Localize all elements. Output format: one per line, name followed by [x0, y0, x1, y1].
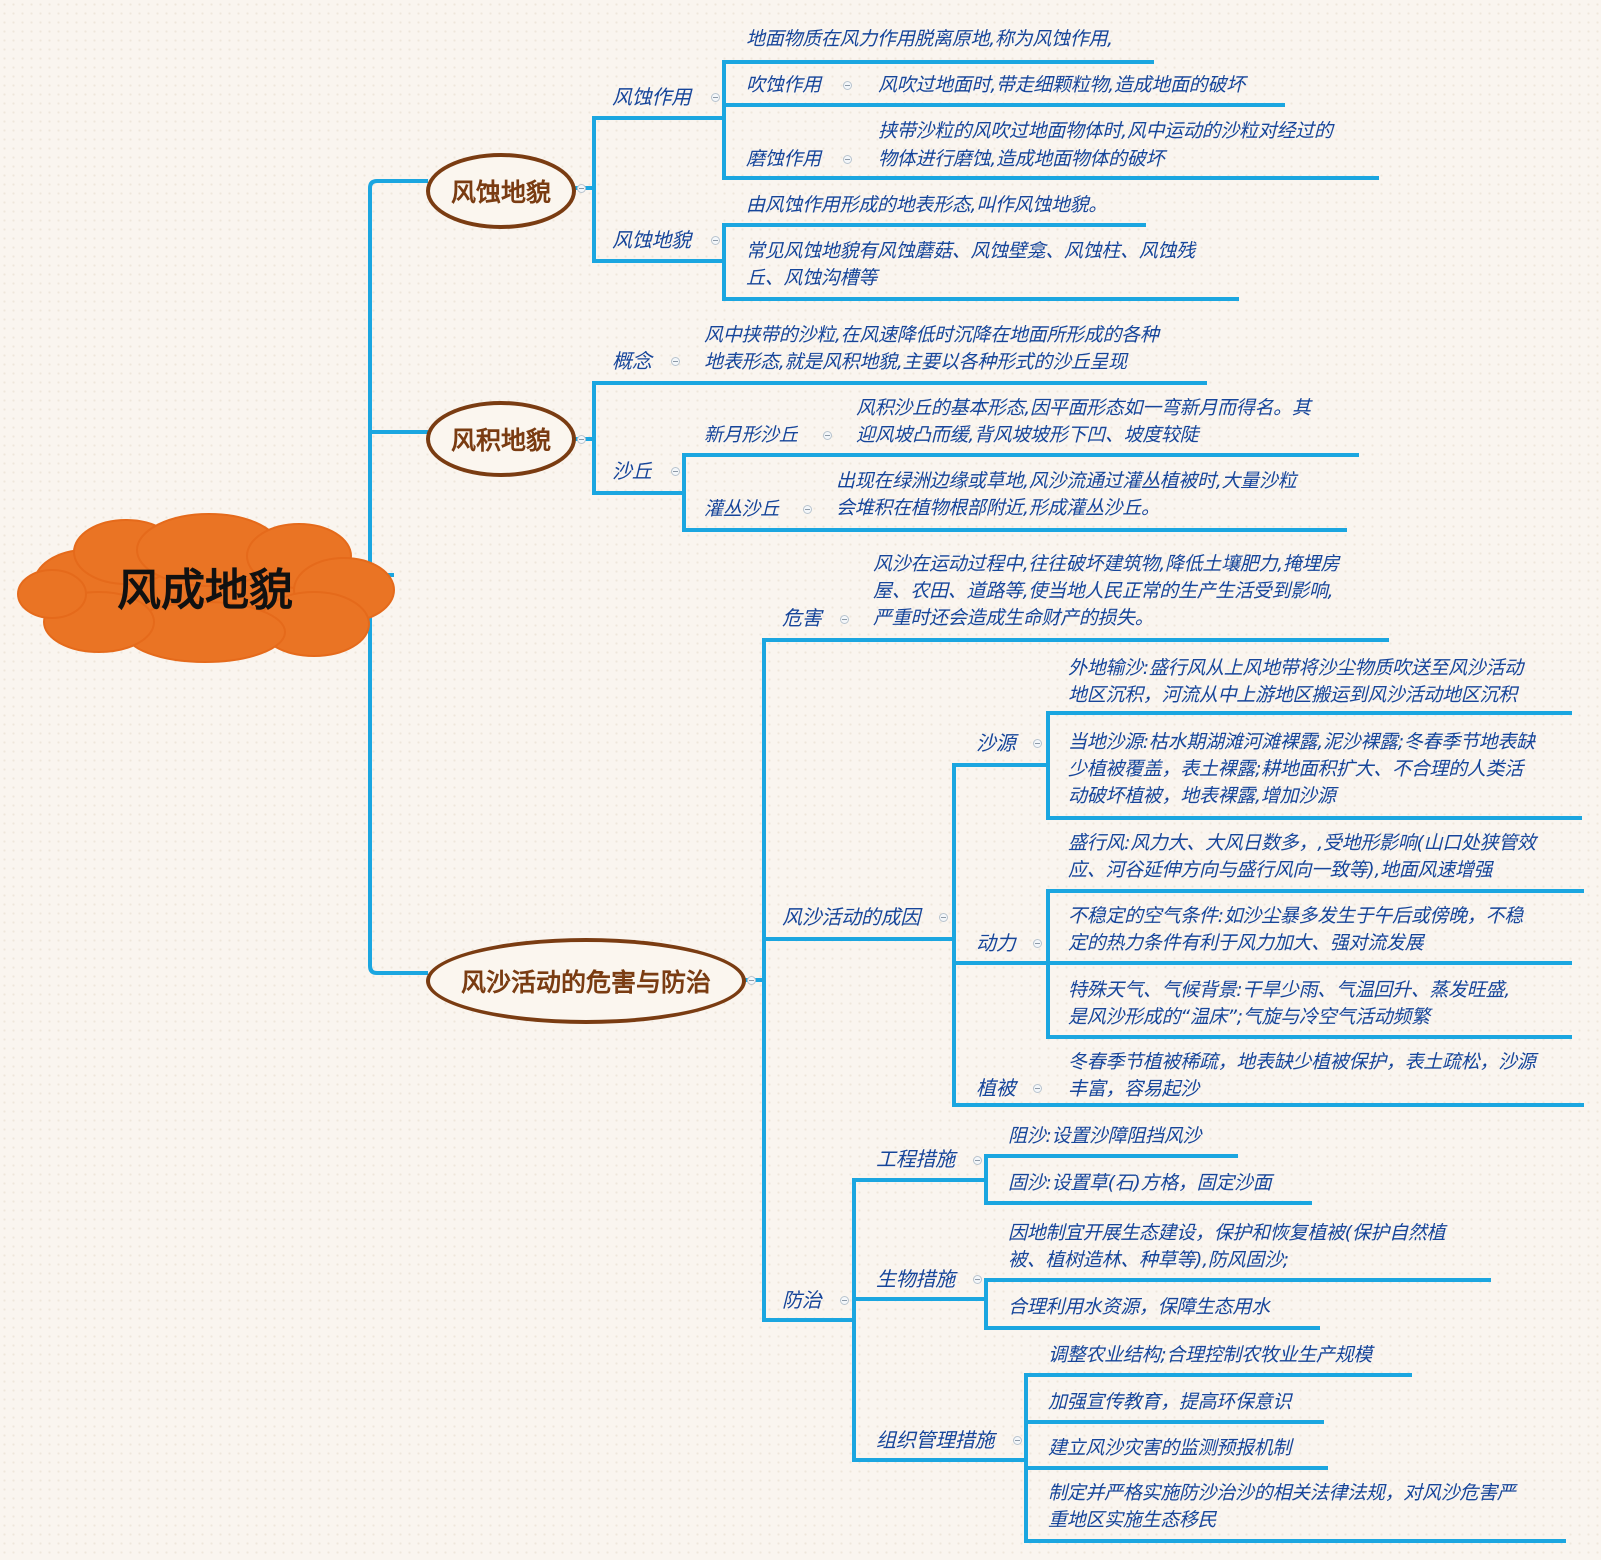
node-vegetation[interactable]: 植被 — [976, 1076, 1016, 1100]
management-item-3[interactable]: 建立风沙灾害的监测预报机制 — [1048, 1437, 1292, 1459]
node-shrub-dune[interactable]: 灌丛沙丘 — [704, 498, 779, 520]
root-title: 风成地貌 — [117, 565, 293, 616]
sand-blocking-text[interactable]: 阻沙:设置沙障阻挡风沙 — [1008, 1125, 1202, 1147]
collapse-icon[interactable] — [1033, 1084, 1042, 1093]
collapse-icon[interactable] — [840, 615, 849, 624]
collapse-icon[interactable] — [1033, 739, 1042, 748]
node-dunes[interactable]: 沙丘 — [612, 459, 652, 483]
collapse-icon[interactable] — [747, 976, 756, 985]
cloud-shape — [17, 513, 395, 663]
node-management-measures[interactable]: 组织管理措施 — [876, 1428, 995, 1452]
harm-text-line1[interactable]: 风沙在运动过程中,往往破坏建筑物,降低土壤肥力,掩埋房 — [873, 553, 1340, 575]
collapse-icon[interactable] — [840, 1296, 849, 1305]
collapse-icon[interactable] — [939, 913, 948, 922]
erosion-landform-definition[interactable]: 由风蚀作用形成的地表形态,叫作风蚀地貌。 — [746, 194, 1108, 216]
collapse-icon[interactable] — [577, 435, 586, 444]
climate-background-line2[interactable]: 是风沙形成的“温床”;气旋与冷空气活动频繁 — [1068, 1006, 1430, 1028]
node-erosion-landform[interactable]: 风蚀地貌 — [612, 228, 691, 252]
node-concept[interactable]: 概念 — [612, 349, 652, 373]
crescent-dune-text-line2[interactable]: 迎风坡凸而缓,背风坡坡形下凹、坡度较陡 — [856, 424, 1199, 446]
management-item-1[interactable]: 调整农业结构;合理控制农牧业生产规模 — [1048, 1344, 1373, 1366]
shrub-dune-text-line1[interactable]: 出现在绿洲边缘或草地,风沙流通过灌丛植被时,大量沙粒 — [836, 470, 1297, 492]
node-sand-source[interactable]: 沙源 — [976, 731, 1016, 755]
node-biological-measures[interactable]: 生物措施 — [876, 1267, 955, 1291]
harm-text-line2[interactable]: 屋、农田、道路等,使当地人民正常的生产生活受到影响, — [873, 580, 1334, 602]
crescent-dune-text-line1[interactable]: 风积沙丘的基本形态,因平面形态如一弯新月而得名。其 — [856, 397, 1311, 419]
water-resources-text[interactable]: 合理利用水资源，保障生态用水 — [1008, 1296, 1270, 1318]
abrasion-text-line1[interactable]: 挟带沙粒的风吹过地面物体时,风中运动的沙粒对经过的 — [878, 120, 1333, 142]
collapse-icon[interactable] — [671, 357, 680, 366]
vegetation-text-line2[interactable]: 丰富，容易起沙 — [1068, 1078, 1199, 1100]
local-source-line2[interactable]: 少植被覆盖，表土裸露;耕地面积扩大、不合理的人类活 — [1068, 758, 1523, 780]
management-item-2[interactable]: 加强宣传教育，提高环保意识 — [1048, 1391, 1292, 1413]
node-engineering-measures[interactable]: 工程措施 — [876, 1147, 955, 1171]
node-erosion-action[interactable]: 风蚀作用 — [612, 85, 691, 109]
prevailing-wind-line2[interactable]: 应、河谷延伸方向与盛行风向一致等),地面风速增强 — [1068, 859, 1493, 881]
node-control[interactable]: 防治 — [782, 1288, 822, 1312]
collapse-icon[interactable] — [671, 467, 680, 476]
node-wind-erosion-landform[interactable]: 风蚀地貌 — [426, 153, 576, 229]
node-abrasion[interactable]: 磨蚀作用 — [746, 148, 821, 170]
ecological-construction-line2[interactable]: 被、植树造林、种草等),防风固沙; — [1008, 1249, 1289, 1271]
erosion-landform-examples-line1[interactable]: 常见风蚀地貌有风蚀蘑菇、风蚀壁龛、风蚀柱、风蚀残 — [746, 240, 1195, 262]
node-sandstorm-harm-control[interactable]: 风沙活动的危害与防治 — [426, 938, 746, 1024]
external-source-line1[interactable]: 外地输沙:盛行风从上风地带将沙尘物质吹送至风沙活动 — [1068, 657, 1523, 679]
collapse-icon[interactable] — [1013, 1436, 1022, 1445]
unstable-air-line2[interactable]: 定的热力条件有利于风力加大、强对流发展 — [1068, 932, 1424, 954]
harm-text-line3[interactable]: 严重时还会造成生命财产的损失。 — [873, 607, 1154, 629]
node-causes[interactable]: 风沙活动的成因 — [782, 905, 920, 929]
node-wind-deposition-landform[interactable]: 风积地貌 — [426, 401, 576, 477]
collapse-icon[interactable] — [843, 155, 852, 164]
collapse-icon[interactable] — [973, 1275, 982, 1284]
vegetation-text-line1[interactable]: 冬春季节植被稀疏，地表缺少植被保护，表土疏松，沙源 — [1068, 1051, 1536, 1073]
concept-text-line2[interactable]: 地表形态,就是风积地貌,主要以各种形式的沙丘呈现 — [704, 351, 1127, 373]
blow-erosion-text[interactable]: 风吹过地面时,带走细颗粒物,造成地面的破坏 — [878, 74, 1245, 96]
abrasion-text-line2[interactable]: 物体进行磨蚀,造成地面物体的破坏 — [878, 148, 1165, 170]
prevailing-wind-line1[interactable]: 盛行风:风力大、大风日数多，,受地形影响(山口处狭管效 — [1068, 832, 1536, 854]
collapse-icon[interactable] — [711, 236, 720, 245]
concept-text-line1[interactable]: 风中挟带的沙粒,在风速降低时沉降在地面所形成的各种 — [704, 324, 1159, 346]
collapse-icon[interactable] — [823, 431, 832, 440]
root-node[interactable]: 风成地貌 — [14, 512, 396, 664]
node-harm[interactable]: 危害 — [782, 606, 822, 630]
sand-fixing-text[interactable]: 固沙:设置草(石)方格，固定沙面 — [1008, 1172, 1272, 1194]
collapse-icon[interactable] — [803, 505, 812, 514]
collapse-icon[interactable] — [711, 93, 720, 102]
node-blow-erosion[interactable]: 吹蚀作用 — [746, 74, 821, 96]
ecological-construction-line1[interactable]: 因地制宜开展生态建设，保护和恢复植被(保护自然植 — [1008, 1222, 1446, 1244]
management-item-4-line1[interactable]: 制定并严格实施防沙治沙的相关法律法规，对风沙危害严 — [1048, 1482, 1516, 1504]
local-source-line3[interactable]: 动破坏植被，地表裸露,增加沙源 — [1068, 785, 1336, 807]
node-crescent-dune[interactable]: 新月形沙丘 — [704, 424, 798, 446]
shrub-dune-text-line2[interactable]: 会堆积在植物根部附近,形成灌丛沙丘。 — [836, 497, 1160, 519]
collapse-icon[interactable] — [973, 1156, 982, 1165]
erosion-action-definition[interactable]: 地面物质在风力作用脱离原地,称为风蚀作用, — [746, 28, 1113, 50]
collapse-icon[interactable] — [1033, 939, 1042, 948]
local-source-line1[interactable]: 当地沙源:枯水期湖滩河滩裸露,泥沙裸露;冬春季节地表缺 — [1068, 731, 1535, 753]
external-source-line2[interactable]: 地区沉积，河流从中上游地区搬运到风沙活动地区沉积 — [1068, 684, 1517, 706]
unstable-air-line1[interactable]: 不稳定的空气条件:如沙尘暴多发生于午后或傍晚，不稳 — [1068, 905, 1523, 927]
climate-background-line1[interactable]: 特殊天气、气候背景:干旱少雨、气温回升、蒸发旺盛, — [1068, 979, 1510, 1001]
erosion-landform-examples-line2[interactable]: 丘、风蚀沟槽等 — [746, 267, 877, 289]
node-power[interactable]: 动力 — [976, 931, 1016, 955]
collapse-icon[interactable] — [843, 81, 852, 90]
collapse-icon[interactable] — [577, 184, 586, 193]
management-item-4-line2[interactable]: 重地区实施生态移民 — [1048, 1509, 1217, 1531]
